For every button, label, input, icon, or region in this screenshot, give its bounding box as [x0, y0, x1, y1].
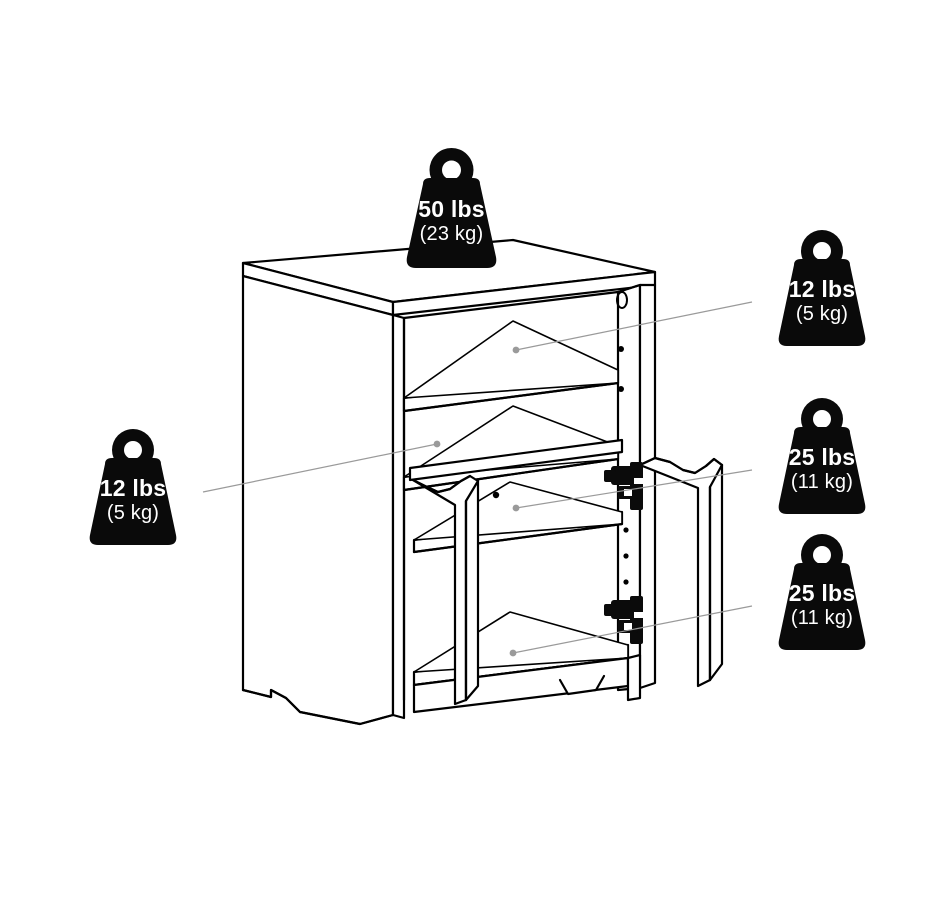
weight-kg-label: (11 kg)	[790, 607, 854, 630]
weight-badge-left[interactable]: 12 lbs (5 kg)	[63, 427, 203, 551]
weight-lbs-label: 12 lbs	[788, 275, 856, 302]
weight-lbs-label: 12 lbs	[99, 474, 167, 501]
cabinet-cable-hole	[616, 291, 628, 309]
cabinet-front-rail	[408, 438, 624, 482]
leader-endpoint-dots	[433, 346, 520, 657]
weight-badge-cabinet-lower[interactable]: 25 lbs (11 kg)	[752, 532, 892, 656]
weight-badge-top[interactable]: 50 lbs (23 kg)	[379, 146, 524, 274]
weight-icon-cabinet-upper	[778, 398, 866, 514]
cabinet-right-door	[638, 456, 724, 688]
weight-badge-cabinet-upper[interactable]: 25 lbs (11 kg)	[752, 396, 892, 520]
weight-badge-open-shelf[interactable]: 12 lbs (5 kg)	[752, 228, 892, 352]
cabinet-left-front-edge	[391, 313, 406, 720]
leader-line-open-shelf	[515, 301, 753, 351]
weight-icon-left	[89, 429, 177, 545]
cabinet-back-panel	[402, 290, 620, 702]
cabinet-hinges	[604, 462, 643, 644]
cabinet-foot-right	[626, 653, 642, 702]
weight-lbs-label: 50 lbs	[418, 195, 485, 222]
weight-icon-cabinet-lower	[778, 534, 866, 650]
cabinet-open-shelf	[402, 320, 620, 413]
leader-line-left	[202, 443, 438, 493]
weight-kg-label: (5 kg)	[106, 502, 160, 525]
leader-line-cabinet-lower	[512, 605, 753, 654]
weight-icon-top	[406, 148, 497, 268]
weight-icon-open-shelf	[778, 230, 866, 346]
weight-kg-label: (11 kg)	[790, 471, 854, 494]
weight-kg-label: (5 kg)	[795, 303, 849, 326]
weight-lbs-label: 25 lbs	[788, 579, 856, 606]
cabinet-left-door	[411, 474, 480, 706]
weight-kg-label: (23 kg)	[419, 223, 484, 246]
weight-lbs-label: 25 lbs	[788, 443, 856, 470]
cabinet-top-panel	[241, 238, 657, 317]
leader-line-cabinet-upper	[515, 469, 753, 509]
